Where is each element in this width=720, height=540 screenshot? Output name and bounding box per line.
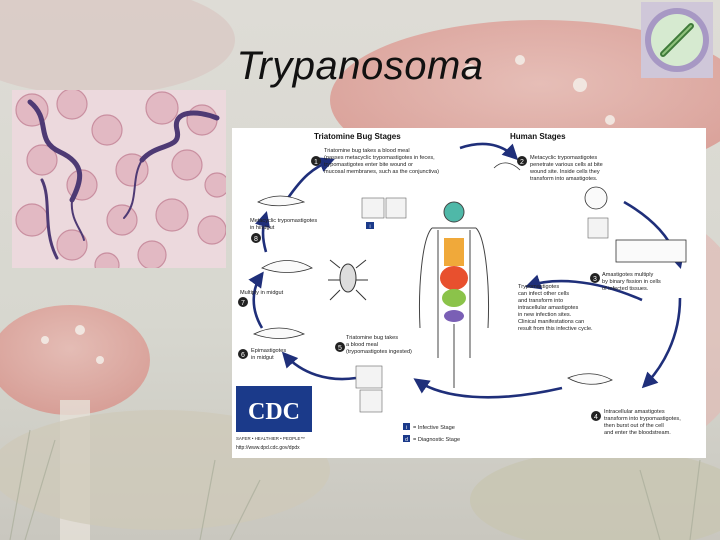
infective-marker-icons: i [366, 222, 374, 230]
step-marker-4: 4 [594, 414, 598, 421]
arrow-8-to-1 [286, 157, 335, 199]
human-stages-heading: Human Stages [510, 132, 566, 141]
step-marker-8: 8 [254, 236, 258, 243]
step-marker-6: 6 [241, 352, 245, 359]
arrow-infective-cycle [525, 274, 643, 302]
arrow-4-to-5 [413, 378, 563, 399]
cdc-url: http://www.dpd.cdc.gov/dpdx [236, 445, 300, 451]
step-3-text: Amastigotes multiply by binary fission i… [602, 272, 662, 292]
cdc-tagline: SAFER • HEALTHIER • PEOPLE™ [236, 436, 305, 441]
infective-cycle-note: Trypomastigotes can infect other cells a… [518, 284, 593, 332]
legend-marker-infective: i [406, 425, 407, 431]
step-8-text: Metacyclic trypomastigotes in hindgut [250, 218, 319, 231]
blood-smear-micrograph [12, 90, 226, 268]
step-7-text: Multiply in midgut [240, 290, 284, 296]
infective-stage-sketch [493, 162, 521, 171]
triatomine-stages-heading: Triatomine Bug Stages [314, 132, 401, 141]
arrow-5-to-6 [281, 351, 357, 381]
legend-marker-diagnostic: d [405, 437, 408, 443]
arrow-3-to-4 [641, 297, 682, 389]
arrow-7-to-8 [255, 210, 271, 253]
metacyclic-trypomastigote-sketch [257, 195, 306, 207]
human-body-illustration [419, 201, 489, 388]
arrow-6-to-7 [248, 271, 264, 329]
step-marker-1: 1 [314, 159, 318, 166]
cdc-logo-text: CDC [248, 399, 300, 425]
slide-title: Trypanosoma [236, 44, 484, 88]
step-marker-7: 7 [241, 300, 245, 307]
midgut-epimastigote-sketch-2 [252, 327, 306, 339]
arrow-1-to-2 [459, 142, 519, 161]
bite-inset [355, 197, 609, 413]
midgut-epimastigote-sketch [261, 260, 313, 273]
step-2-text: Metacyclic trypomastigotes penetrate var… [529, 155, 604, 182]
bloodstream-trypomastigote-sketch [567, 373, 613, 385]
legend-infective-label: = Infective Stage [413, 425, 455, 431]
step-markers: 1 2 3 4 5 6 7 8 [238, 156, 601, 421]
step-marker-3: 3 [593, 276, 597, 283]
infected-tissue-sketch [615, 239, 687, 263]
step-marker-2: 2 [520, 159, 524, 166]
trypanosome-badge-image [641, 2, 713, 78]
step-6-text: Epimastigotes in midgut [251, 348, 288, 361]
step-5-text: Triatomine bug takes a blood meal (trypo… [346, 335, 412, 355]
legend-diagnostic-label: = Diagnostic Stage [413, 437, 460, 443]
step-1-text: Triatomine bug takes a blood meal (passe… [324, 148, 439, 175]
step-marker-5: 5 [338, 345, 342, 352]
amastigote-cell-sketch [584, 186, 608, 210]
cdc-logo: CDC [236, 386, 312, 432]
life-cycle-diagram: Triatomine Bug Stages Human Stages 1 2 3… [232, 128, 706, 458]
svg-text:i: i [369, 224, 370, 230]
triatomine-bug-illustration [328, 259, 368, 301]
stage-legend: i = Infective Stage d = Diagnostic Stage [403, 423, 460, 443]
step-4-text: Intracellular amastigotes transform into… [604, 409, 682, 436]
